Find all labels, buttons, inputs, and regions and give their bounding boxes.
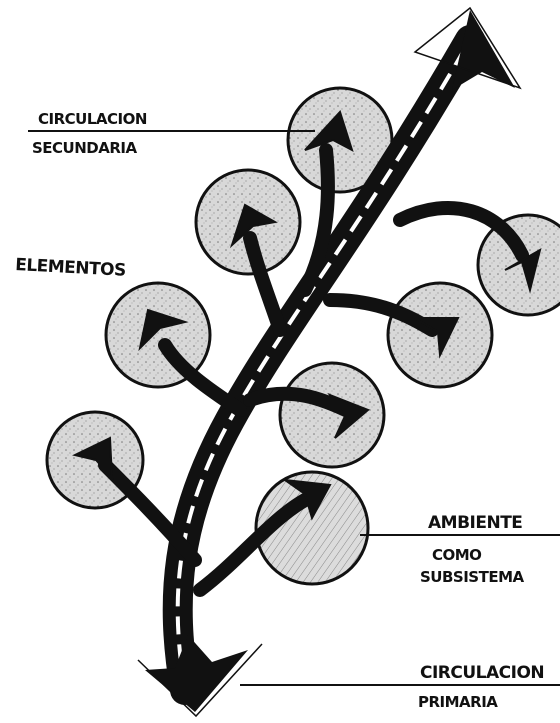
- label-subsistema: SUBSISTEMA: [420, 568, 525, 586]
- label-como: COMO: [432, 546, 481, 564]
- element-circle-right-edge: [478, 215, 560, 315]
- label-ambiente: AMBIENTE: [428, 513, 522, 533]
- label-circulacion-primaria-2: PRIMARIA: [418, 693, 498, 711]
- element-circles: [47, 88, 560, 584]
- primary-arrowhead-top: [452, 10, 515, 90]
- label-elementos: ELEMENTOS: [15, 255, 127, 281]
- primary-arrowhead-bottom: [145, 635, 248, 712]
- element-circle-center: [280, 363, 384, 467]
- label-circulacion-secundaria-1: CIRCULACION: [38, 110, 147, 128]
- label-circulacion-primaria-1: CIRCULACION: [420, 663, 544, 683]
- label-circulacion-secundaria-2: SECUNDARIA: [32, 139, 137, 157]
